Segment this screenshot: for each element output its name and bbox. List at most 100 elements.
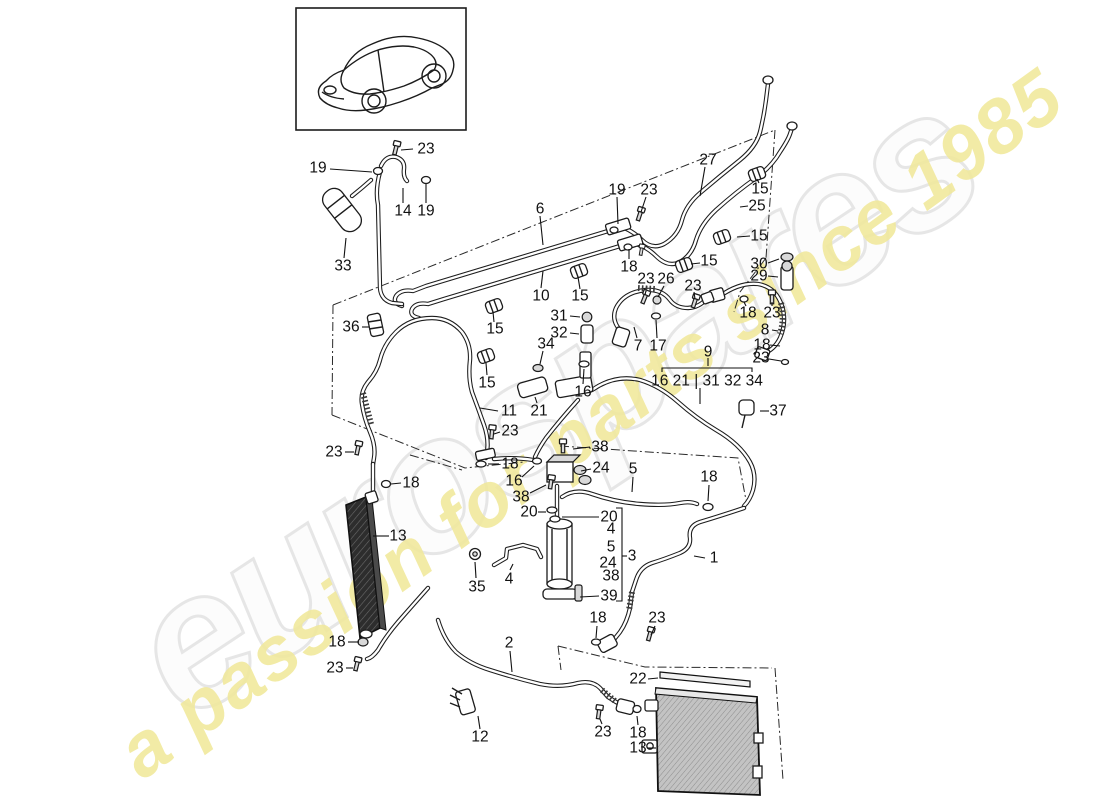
part-label-19[interactable]: 19 <box>608 182 625 199</box>
part-label-29[interactable]: 29 <box>750 268 767 285</box>
leader-line <box>579 595 600 598</box>
leader-line <box>640 196 647 213</box>
part-label-38[interactable]: 38 <box>602 568 619 585</box>
muffler-33 <box>321 187 363 233</box>
part-label-11[interactable]: 11 <box>501 403 517 420</box>
leader-line <box>690 262 701 265</box>
part-label-33[interactable]: 33 <box>334 258 351 275</box>
part-label-18[interactable]: 18 <box>589 610 606 627</box>
part-label-18[interactable]: 18 <box>620 259 637 276</box>
part-label-2[interactable]: 2 <box>505 635 514 652</box>
part-label-36[interactable]: 36 <box>342 319 359 336</box>
part-label-31[interactable]: 31 <box>550 308 567 325</box>
part-label-23[interactable]: 23 <box>684 278 701 295</box>
part-label-23[interactable]: 23 <box>640 182 657 199</box>
part-label-20[interactable]: 20 <box>520 504 538 521</box>
pipe-10 <box>410 241 632 320</box>
part-label-16[interactable]: 16 <box>505 473 522 490</box>
leader-line <box>655 319 658 339</box>
part-label-35[interactable]: 35 <box>468 579 485 596</box>
cap-31 <box>581 311 593 323</box>
part-label-15[interactable]: 15 <box>478 375 495 392</box>
part-label-23[interactable]: 23 <box>417 141 434 158</box>
part-label-9[interactable]: 9 <box>704 344 713 361</box>
leader-line <box>693 291 696 300</box>
part-label-18[interactable]: 18 <box>501 456 518 473</box>
leader-line <box>509 563 514 571</box>
pipe-25 <box>617 82 770 248</box>
o-ring-17 <box>650 312 662 320</box>
part-label-30[interactable]: 30 <box>750 256 768 273</box>
part-label-19[interactable]: 19 <box>417 203 434 220</box>
part-label-18[interactable]: 18 <box>753 337 770 354</box>
part-label-5[interactable]: 5 <box>629 461 638 478</box>
part-label-18[interactable]: 18 <box>629 725 646 742</box>
part-label-4[interactable]: 4 <box>505 571 514 588</box>
part-label-37[interactable]: 37 <box>769 403 786 420</box>
leader-line <box>577 276 581 290</box>
clip-37 <box>738 399 755 416</box>
part-label-17[interactable]: 17 <box>649 338 666 355</box>
leader-line <box>329 168 373 173</box>
part-label-26[interactable]: 26 <box>657 271 674 288</box>
part-label-4[interactable]: 4 <box>607 521 616 538</box>
leader-line <box>616 196 619 225</box>
part-label-25[interactable]: 25 <box>748 198 765 215</box>
part-label-5[interactable]: 5 <box>607 539 616 556</box>
part-label-6[interactable]: 6 <box>536 201 545 218</box>
part-label-8[interactable]: 8 <box>761 322 770 339</box>
part-label-18[interactable]: 18 <box>700 469 717 486</box>
part-label-38[interactable]: 38 <box>512 489 529 506</box>
part-label-23[interactable]: 23 <box>326 660 343 677</box>
part-label-13[interactable]: 13 <box>389 528 406 545</box>
union-fittings <box>604 205 702 310</box>
part-label-23[interactable]: 23 <box>763 305 780 322</box>
leader-line <box>534 396 538 404</box>
part-label-10[interactable]: 10 <box>532 288 550 305</box>
leader-line <box>540 270 544 289</box>
condenser-13-left <box>345 490 387 640</box>
part-label-13[interactable]: 13 <box>629 740 646 757</box>
part-label-34[interactable]: 34 <box>537 336 555 353</box>
part-label-15[interactable]: 15 <box>700 253 717 270</box>
part-label-23[interactable]: 23 <box>752 350 769 367</box>
part-label-24[interactable]: 24 <box>592 460 610 477</box>
pipe-25 <box>616 81 771 249</box>
part-label-15[interactable]: 15 <box>751 181 768 198</box>
part-label-21[interactable]: 21 <box>530 403 547 420</box>
part-label-15[interactable]: 15 <box>571 288 588 305</box>
part-label-18[interactable]: 18 <box>402 475 419 492</box>
part-label-32[interactable]: 32 <box>550 325 567 342</box>
part-label-23[interactable]: 23 <box>594 724 611 741</box>
part-label-19[interactable]: 19 <box>309 160 326 177</box>
part-label-22[interactable]: 22 <box>629 671 646 688</box>
part-label-18[interactable]: 18 <box>739 305 756 322</box>
leader-line <box>390 482 402 485</box>
assembly-outline-boxes <box>331 129 784 781</box>
part-label-38[interactable]: 38 <box>591 439 608 456</box>
part-label-14[interactable]: 14 <box>394 203 412 220</box>
part-label-23[interactable]: 23 <box>325 444 342 461</box>
part-label-15[interactable]: 15 <box>486 321 503 338</box>
part-label-1[interactable]: 1 <box>710 550 719 567</box>
leader-line <box>739 205 749 208</box>
part-label-24[interactable]: 24 <box>599 555 617 572</box>
part-label-23[interactable]: 23 <box>648 610 665 627</box>
pressure-tee-assembly <box>516 311 594 399</box>
part-label-15[interactable]: 15 <box>750 228 767 245</box>
part-label-20[interactable]: 20 <box>600 509 618 526</box>
part-label-23[interactable]: 23 <box>501 423 518 440</box>
part-label-7[interactable]: 7 <box>634 338 643 355</box>
part-label-39[interactable]: 39 <box>600 588 617 605</box>
part-label-27[interactable]: 27 <box>699 152 716 169</box>
part-label-18[interactable]: 18 <box>328 634 345 651</box>
part-label-23[interactable]: 23 <box>637 271 654 288</box>
part-label-16-21-31-32-34[interactable]: 16 21 | 31 32 34 <box>651 373 763 390</box>
pipe-11 <box>359 315 490 467</box>
pipe-11 <box>360 316 489 466</box>
group-bracket-9 <box>661 367 753 372</box>
part-label-3[interactable]: 3 <box>628 548 637 565</box>
pipe-27 <box>629 126 794 266</box>
part-label-16[interactable]: 16 <box>574 384 591 401</box>
part-label-12[interactable]: 12 <box>471 729 488 746</box>
